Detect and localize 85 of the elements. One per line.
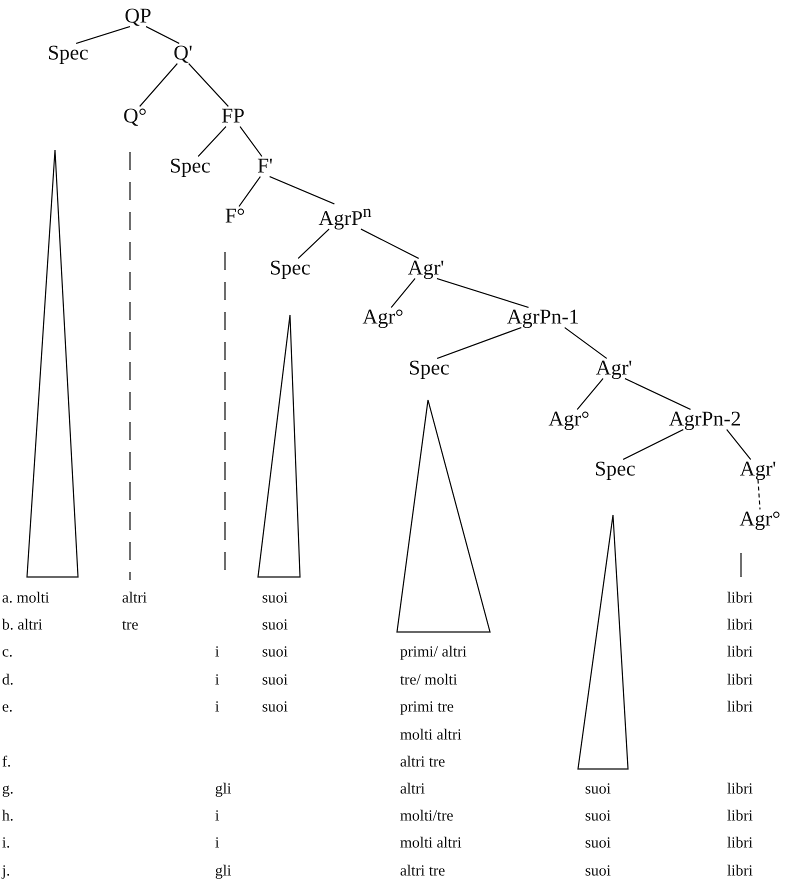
- tree-node-label: AgrP$^{n}$: [318, 202, 372, 230]
- table-text: primi tre: [400, 698, 454, 716]
- table-text: tre/ molti: [400, 671, 458, 689]
- table-text: altri: [400, 780, 425, 798]
- table-text: suoi: [262, 616, 288, 634]
- table-text: altri: [122, 589, 147, 607]
- table-text: libri: [727, 589, 753, 607]
- tree-branch: [622, 429, 684, 460]
- table-text: suoi: [585, 834, 611, 852]
- table-text: h.: [2, 807, 14, 825]
- tree-branch: [757, 480, 761, 510]
- table-text: molti altri: [400, 834, 462, 852]
- table-text: suoi: [585, 780, 611, 798]
- tree-node-label: Agr°: [739, 507, 781, 531]
- table-text: d.: [2, 671, 14, 689]
- table-text: j.: [2, 862, 10, 880]
- tree-branch: [188, 63, 229, 107]
- table-text: libri: [727, 671, 753, 689]
- table-text: suoi: [262, 671, 288, 689]
- tree-branch: [269, 176, 335, 204]
- table-text: primi/ altri: [400, 643, 467, 661]
- table-text: f.: [2, 753, 12, 771]
- tree-branch: [576, 378, 604, 410]
- tree-node-label: F': [257, 154, 273, 178]
- table-text: b. altri: [2, 616, 42, 634]
- tree-node-label: QP: [124, 4, 152, 28]
- tree-node-label: Agr': [740, 457, 776, 481]
- table-text: libri: [727, 643, 753, 661]
- table-text: libri: [727, 862, 753, 880]
- tree-branch: [360, 228, 419, 259]
- tree-branch: [139, 63, 178, 107]
- tree-branch: [198, 126, 226, 157]
- table-text: suoi: [585, 807, 611, 825]
- table-text: altri tre: [400, 753, 446, 771]
- tree-node-label: Q°: [123, 104, 147, 128]
- tree-node-label: Spec: [594, 457, 636, 481]
- tree-node-label: Agr': [596, 356, 632, 380]
- table-text: gli: [215, 862, 232, 880]
- table-text: a. molti: [2, 589, 50, 607]
- table-text: i: [215, 671, 220, 689]
- table-text: libri: [727, 807, 753, 825]
- table-text: i: [215, 698, 220, 716]
- tree-node-label: Spec: [408, 356, 450, 380]
- table-text: libri: [727, 616, 753, 634]
- tree-branch: [726, 429, 752, 460]
- tree-node-label: Spec: [270, 256, 310, 280]
- tree-node-label: Q': [174, 41, 192, 65]
- table-text: c.: [2, 643, 13, 661]
- tree-node-label: AgrPn-1: [506, 305, 580, 329]
- tree-branch: [624, 378, 691, 410]
- tree-node-label: Spec: [170, 154, 210, 178]
- tree-branch: [146, 26, 180, 44]
- table-text: molti altri: [400, 726, 462, 744]
- tree-node-label: Agr°: [362, 305, 404, 329]
- table-text: suoi: [262, 698, 288, 716]
- tree-node-label: Agr': [408, 256, 444, 280]
- tree-branch: [298, 228, 330, 259]
- table-text: tre: [122, 616, 138, 634]
- table-text: g.: [2, 780, 14, 798]
- tree-branch: [390, 278, 416, 308]
- tree-branch: [436, 326, 522, 360]
- table-text: suoi: [585, 862, 611, 880]
- tree-branch: [76, 26, 130, 44]
- tree-branch: [240, 126, 262, 157]
- table-text: altri tre: [400, 862, 446, 880]
- table-text: gli: [215, 780, 232, 798]
- table-text: suoi: [262, 643, 288, 661]
- table-text: molti/tre: [400, 807, 454, 825]
- table-text: i.: [2, 834, 10, 852]
- table-text: e.: [2, 698, 13, 716]
- tree-node-label: FP: [221, 104, 245, 128]
- tree-node-label: Spec: [48, 41, 88, 65]
- table-text: libri: [727, 834, 753, 852]
- tree-branch: [238, 176, 261, 207]
- tree-branch: [564, 327, 608, 359]
- table-text: libri: [727, 698, 753, 716]
- table-text: i: [215, 807, 220, 825]
- table-text: suoi: [262, 589, 288, 607]
- tree-node-label: AgrPn-2: [668, 407, 742, 431]
- table-text: i: [215, 834, 220, 852]
- tree-node-label: F°: [224, 204, 246, 228]
- tree-branch: [436, 278, 529, 308]
- table-text: libri: [727, 780, 753, 798]
- tree-node-label: Agr°: [548, 407, 590, 431]
- table-text: i: [215, 643, 220, 661]
